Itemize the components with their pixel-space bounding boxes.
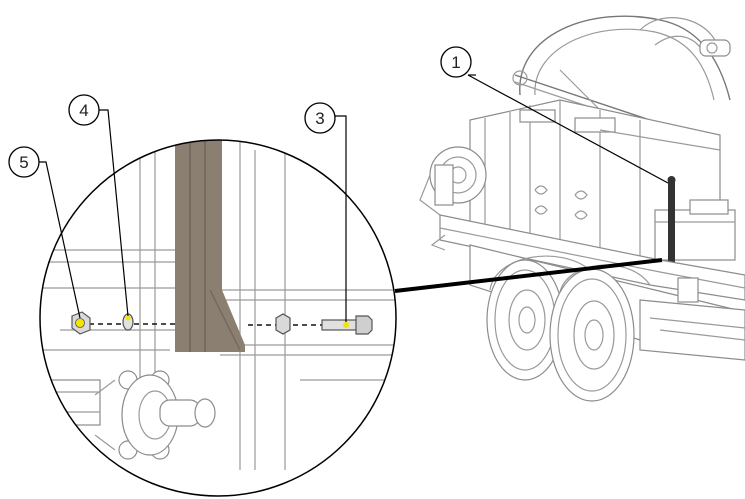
callout-1-label: 1 (451, 53, 460, 72)
callout-1: 1 (440, 46, 669, 184)
wheel-rear (486, 259, 564, 381)
callout-3: 3 (304, 102, 347, 322)
washer-part (122, 313, 134, 331)
wheel-front (549, 268, 635, 402)
detail-magnifier (39, 139, 397, 497)
callout-5: 5 (8, 146, 81, 319)
detail-leader-line (394, 258, 663, 293)
rod-part (668, 180, 675, 265)
callout-4-label: 4 (79, 101, 88, 120)
trailer-illustration (419, 15, 745, 402)
nut-part (71, 311, 91, 335)
bolt-part (321, 315, 373, 335)
frame-member (175, 140, 245, 352)
callout-5-label: 5 (19, 153, 28, 172)
callout-3-label: 3 (315, 109, 324, 128)
callout-4: 4 (68, 94, 129, 317)
